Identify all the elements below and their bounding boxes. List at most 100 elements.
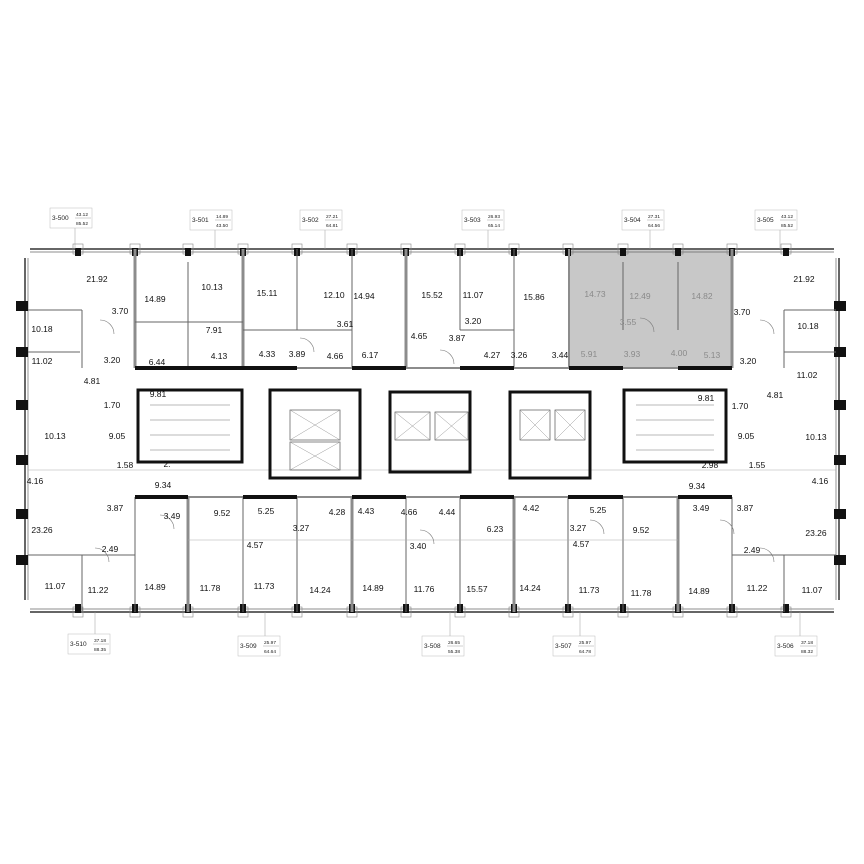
room-area-label: 21.92 bbox=[793, 274, 815, 284]
room-area-label: 23.26 bbox=[31, 525, 53, 535]
column bbox=[16, 400, 28, 410]
tag-frame bbox=[189, 209, 233, 231]
apartment-number: 3-508 bbox=[424, 643, 441, 650]
column bbox=[16, 347, 28, 357]
column bbox=[834, 509, 846, 519]
room-area-label: 3.49 bbox=[164, 511, 181, 521]
living-area: 26.65 bbox=[448, 640, 460, 646]
room-area-label: 3.89 bbox=[289, 349, 306, 359]
door bbox=[159, 514, 175, 530]
apartment-3-504-highlight[interactable] bbox=[569, 250, 732, 368]
room-area-label: 6.23 bbox=[487, 524, 504, 534]
room-area-label: 12.49 bbox=[629, 291, 651, 301]
room-area-label: 5.25 bbox=[258, 506, 275, 516]
room-area-label: 3.49 bbox=[693, 503, 710, 513]
room-area-label: 4.65 bbox=[411, 331, 428, 341]
total-area: 88.32 bbox=[801, 649, 813, 655]
room-area-label: 3.61 bbox=[337, 319, 354, 329]
tag-frame bbox=[552, 635, 596, 657]
room-area-label: 11.78 bbox=[631, 588, 652, 598]
total-area: 88.35 bbox=[94, 647, 106, 653]
column bbox=[16, 455, 28, 465]
total-area: 64.78 bbox=[579, 649, 591, 655]
room-area-label: 3.44 bbox=[552, 350, 569, 360]
living-area: 25.97 bbox=[579, 640, 591, 646]
room-area-label: 2.49 bbox=[744, 545, 761, 555]
room-area-label: 11.02 bbox=[797, 370, 818, 380]
elevator-car bbox=[434, 411, 469, 441]
room-area-label: 4.66 bbox=[327, 351, 344, 361]
room-area-label: 3.27 bbox=[570, 523, 587, 533]
elevator-car bbox=[289, 409, 341, 441]
total-area: 64.81 bbox=[326, 223, 338, 229]
column bbox=[783, 248, 789, 256]
column bbox=[620, 248, 626, 256]
door bbox=[439, 349, 455, 365]
room-area-label: 14.89 bbox=[688, 586, 710, 596]
living-area: 14.89 bbox=[216, 214, 228, 220]
elevator-car bbox=[519, 409, 551, 441]
column bbox=[75, 248, 81, 256]
column bbox=[834, 347, 846, 357]
elevator-shaft bbox=[268, 388, 362, 480]
door bbox=[419, 529, 435, 545]
room-area-label: 4.00 bbox=[671, 348, 688, 358]
elevator-car bbox=[554, 409, 586, 441]
room-area-label: 3.87 bbox=[449, 333, 466, 343]
room-area-label: 4.27 bbox=[484, 350, 501, 360]
room-area-label: 10.13 bbox=[805, 432, 827, 442]
room-area-label: 9.81 bbox=[150, 389, 167, 399]
room-area-label: 11.22 bbox=[88, 585, 109, 595]
room-area-label: 21.92 bbox=[86, 274, 108, 284]
column bbox=[675, 248, 681, 256]
column bbox=[834, 301, 846, 311]
room-area-label: 10.18 bbox=[31, 324, 53, 334]
living-area: 37.18 bbox=[94, 638, 106, 644]
room-area-label: 10.13 bbox=[201, 282, 223, 292]
total-area: 55.38 bbox=[448, 649, 460, 655]
room-area-label: 23.26 bbox=[805, 528, 827, 538]
stairwell-right bbox=[622, 388, 728, 464]
total-area: 65.14 bbox=[488, 223, 500, 229]
room-area-label: 11.73 bbox=[579, 585, 600, 595]
apartment-number: 3-501 bbox=[192, 217, 209, 224]
room-area-label: 4.57 bbox=[247, 540, 264, 550]
room-area-label: 9.52 bbox=[214, 508, 231, 518]
room-area-label: 14.89 bbox=[144, 294, 166, 304]
elevator-car bbox=[434, 411, 469, 441]
living-area: 43.12 bbox=[781, 214, 793, 220]
door bbox=[759, 547, 775, 563]
room-area-label: 3.87 bbox=[737, 503, 754, 513]
room-area-label: 6.44 bbox=[149, 357, 166, 367]
room-area-label: 9.34 bbox=[689, 481, 706, 491]
room-area-label: 15.11 bbox=[257, 288, 278, 298]
room-area-label: 9.05 bbox=[109, 431, 126, 441]
apartment-number: 3-505 bbox=[757, 217, 774, 224]
tag-frame bbox=[299, 209, 343, 231]
room-area-label: 14.24 bbox=[309, 585, 331, 595]
elevator-car bbox=[289, 441, 341, 471]
room-area-label: 3.55 bbox=[620, 317, 637, 327]
elevator-car bbox=[554, 409, 586, 441]
column bbox=[834, 555, 846, 565]
room-area-label: 3.20 bbox=[740, 356, 757, 366]
room-area-label: 3.27 bbox=[293, 523, 310, 533]
tag-frame bbox=[774, 635, 818, 657]
room-area-label: 1.55 bbox=[749, 460, 766, 470]
room-area-label: 5.13 bbox=[704, 350, 721, 360]
room-area-label: 1.70 bbox=[104, 400, 121, 410]
apartment-tag-3-508[interactable]: 3-508 26.65 55.38 bbox=[421, 612, 465, 657]
room-area-label: 1.70 bbox=[732, 401, 749, 411]
tag-frame bbox=[49, 207, 93, 229]
